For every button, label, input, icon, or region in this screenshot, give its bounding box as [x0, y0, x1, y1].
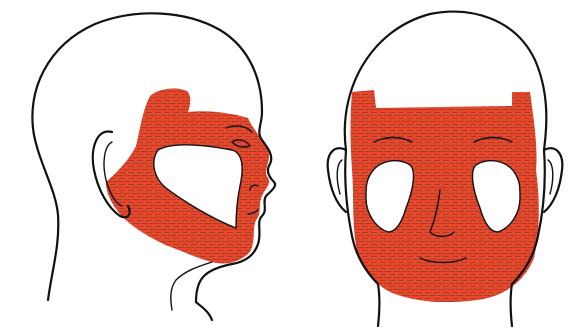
- frontal-right-ear-inner: [548, 160, 553, 194]
- profile-mask-texture: [106, 89, 269, 264]
- profile-head: [32, 13, 275, 320]
- frontal-shading: [351, 90, 539, 302]
- frontal-head: [328, 12, 563, 326]
- frontal-neck-right: [511, 284, 513, 326]
- frontal-neck-left: [378, 284, 380, 326]
- profile-jaw-line: [171, 262, 212, 310]
- profile-neck-front: [196, 302, 212, 320]
- frontal-left-ear-inner: [337, 160, 342, 194]
- frontal-mask-texture: [351, 90, 539, 302]
- profile-shading: [106, 89, 269, 264]
